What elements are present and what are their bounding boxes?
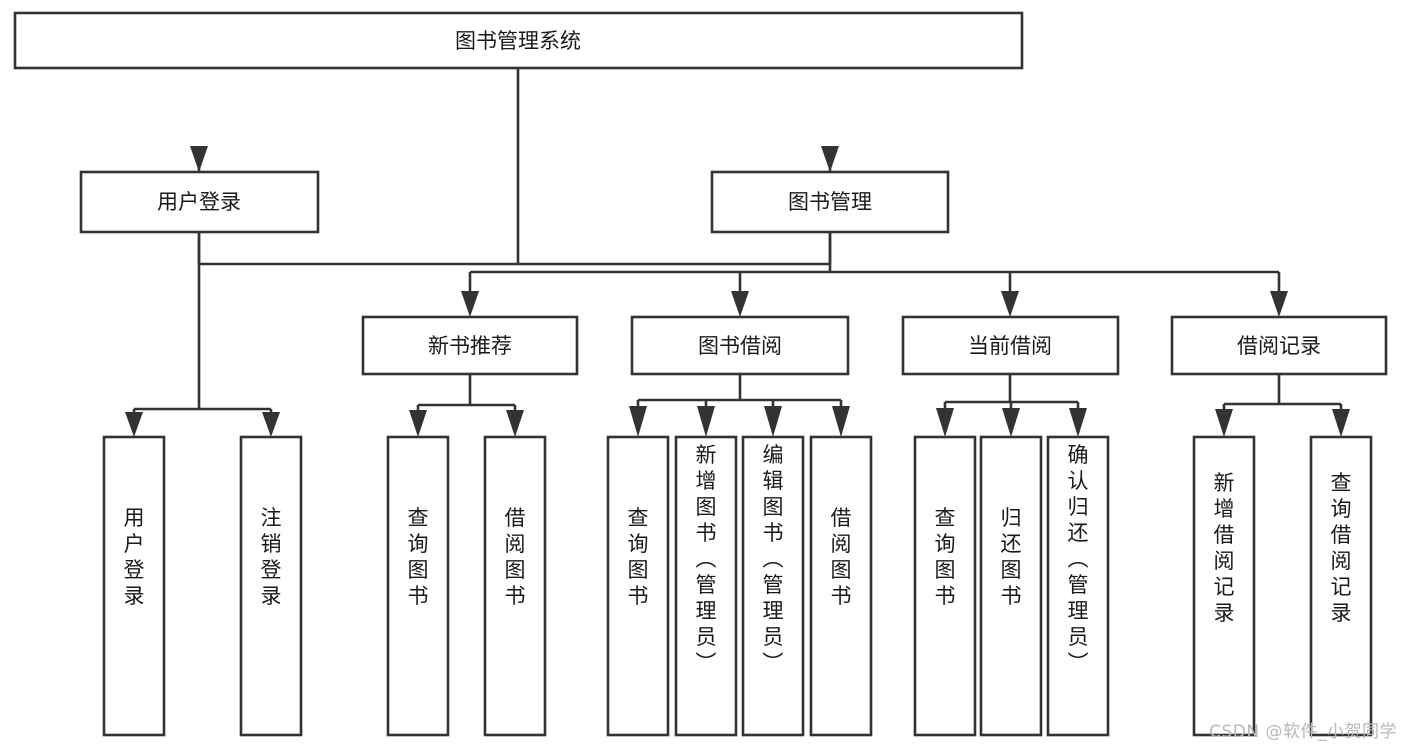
node-leaf-user-logout[interactable]: 注销登录 [239,435,303,737]
node-current-borrow[interactable]: 当前借阅 [901,315,1120,376]
node-leaf-query-book-1[interactable]: 查询图书 [386,435,450,737]
node-root-box[interactable] [13,11,1024,70]
node-book-borrow-box[interactable] [630,315,850,376]
node-leaf-query-book-3[interactable]: 查询图书 [913,435,977,737]
connector-group-book-management [461,232,1288,317]
node-leaf-add-book-box[interactable] [674,435,738,737]
arrow-head-leaf-return-book [1002,408,1020,437]
arrow-head-borrow-record [1270,291,1288,317]
arrow-head-leaf-add-record [1215,409,1233,437]
arrow-head-current-borrow [1001,291,1019,317]
node-leaf-add-book-label: 新增图书︵管理员︶ [696,443,717,675]
node-user-login-box[interactable] [79,170,320,234]
node-new-book-recommend[interactable]: 新书推荐 [361,315,579,376]
arrow-head-leaf-query-book-3 [936,408,954,437]
node-leaf-edit-book-label: 编辑图书︵管理员︶ [763,443,784,675]
node-leaf-add-record-label: 新增借阅记录 [1214,471,1235,625]
node-user-login[interactable]: 用户登录 [79,170,320,234]
node-borrow-record[interactable]: 借阅记录 [1170,315,1388,376]
node-leaf-borrow-book-2-label: 借阅图书 [831,506,852,608]
node-leaf-borrow-book-1-box[interactable] [483,435,547,737]
node-leaf-user-login-box[interactable] [102,435,166,737]
connector-group-book-borrow [629,374,850,437]
connector-group-root [190,68,839,266]
node-leaf-user-logout-label: 注销登录 [261,506,282,608]
node-leaf-query-book-3-label: 查询图书 [935,506,956,608]
arrow-head-leaf-confirm-return [1069,408,1087,437]
node-book-borrow-label: 图书借阅 [698,334,782,358]
arrow-head-leaf-user-login [125,412,143,437]
arrow-head-leaf-borrow-book-1 [506,410,524,437]
node-leaf-query-book-2-box[interactable] [606,435,670,737]
node-leaf-edit-book[interactable]: 编辑图书︵管理员︶ [741,435,805,737]
arrow-head-leaf-borrow-book-2 [832,406,850,437]
arrow-head-leaf-user-logout [262,412,280,437]
arrow-head-leaf-query-record [1332,409,1350,437]
arrow-head-book-borrow [731,291,749,317]
node-root[interactable]: 图书管理系统 [13,11,1024,70]
node-current-borrow-box[interactable] [901,315,1120,376]
node-leaf-query-book-2[interactable]: 查询图书 [606,435,670,737]
arrow-head-user-login [190,146,208,172]
node-leaf-query-book-1-label: 查询图书 [408,506,429,608]
node-leaf-borrow-book-1[interactable]: 借阅图书 [483,435,547,737]
csdn-watermark: CSDN @软件_小贺同学 [1209,722,1397,742]
node-leaf-user-logout-box[interactable] [239,435,303,737]
connector-group-new-book-recommend [409,374,524,437]
node-root-label: 图书管理系统 [455,29,581,53]
node-book-management[interactable]: 图书管理 [710,170,950,234]
node-leaf-query-book-1-box[interactable] [386,435,450,737]
node-leaf-query-record-box[interactable] [1309,435,1373,737]
arrow-head-leaf-add-book [697,406,715,437]
node-leaf-confirm-return-box[interactable] [1046,435,1110,737]
node-new-book-recommend-label: 新书推荐 [428,334,512,358]
node-book-borrow[interactable]: 图书借阅 [630,315,850,376]
arrow-head-leaf-query-book-1 [409,410,427,437]
node-user-login-label: 用户登录 [157,190,241,214]
node-leaf-borrow-book-2-box[interactable] [809,435,873,737]
node-leaf-query-record-label: 查询借阅记录 [1331,471,1352,625]
node-leaf-add-book[interactable]: 新增图书︵管理员︶ [674,435,738,737]
node-leaf-query-record[interactable]: 查询借阅记录 [1309,435,1373,737]
arrow-head-book-management [821,146,839,172]
node-leaf-user-login[interactable]: 用户登录 [102,435,166,737]
node-leaf-add-record-box[interactable] [1192,435,1256,737]
node-leaf-return-book-label: 归还图书 [1001,506,1022,608]
node-leaf-edit-book-box[interactable] [741,435,805,737]
node-leaf-return-book[interactable]: 归还图书 [979,435,1043,737]
node-book-management-label: 图书管理 [788,190,872,214]
node-leaf-query-book-2-label: 查询图书 [628,506,649,608]
node-new-book-recommend-box[interactable] [361,315,579,376]
node-borrow-record-box[interactable] [1170,315,1388,376]
node-leaf-return-book-box[interactable] [979,435,1043,737]
node-leaf-borrow-book-1-label: 借阅图书 [505,506,526,608]
node-leaf-borrow-book-2[interactable]: 借阅图书 [809,435,873,737]
node-leaf-add-record[interactable]: 新增借阅记录 [1192,435,1256,737]
node-leaf-confirm-return[interactable]: 确认归还︵管理员︶ [1046,435,1110,737]
arrow-head-leaf-query-book-2 [629,406,647,437]
node-leaf-confirm-return-label: 确认归还︵管理员︶ [1068,443,1089,675]
connector-group-user-login [125,232,280,437]
arrow-head-leaf-edit-book [764,406,782,437]
node-book-management-box[interactable] [710,170,950,234]
node-borrow-record-label: 借阅记录 [1237,334,1321,358]
connector-group-borrow-record [1215,374,1350,437]
node-leaf-query-book-3-box[interactable] [913,435,977,737]
node-current-borrow-label: 当前借阅 [968,334,1052,358]
node-leaf-user-login-label: 用户登录 [124,506,145,608]
connector-group-current-borrow [936,374,1087,437]
arrow-head-new-book-recommend [461,291,479,317]
